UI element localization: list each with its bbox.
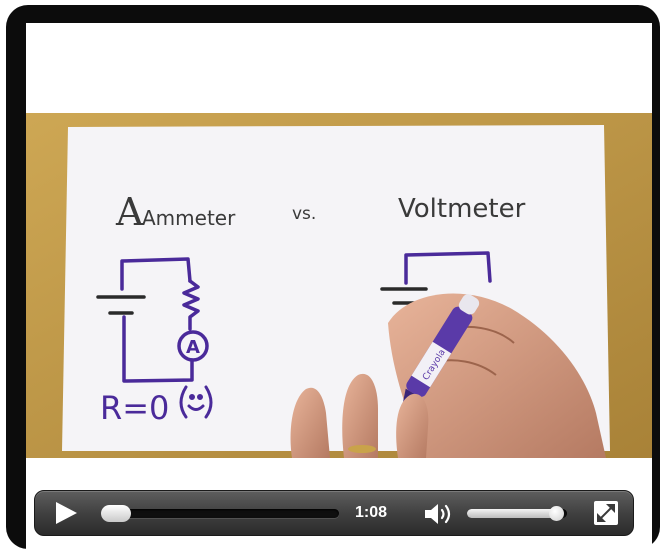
ammeter-title: Ammeter xyxy=(142,206,236,230)
hand-holding-marker: Crayola xyxy=(388,293,606,458)
video-frame-illustration: A Ammeter vs. Voltmeter A R=0 xyxy=(26,113,652,458)
video-content[interactable]: A Ammeter vs. Voltmeter A R=0 xyxy=(26,113,652,458)
fullscreen-icon xyxy=(594,501,618,525)
current-time: 1:08 xyxy=(355,504,388,521)
video-control-bar: 1:08 xyxy=(34,490,634,536)
play-button[interactable] xyxy=(53,500,79,526)
seek-handle[interactable] xyxy=(101,505,131,522)
resistance-note: R=0 xyxy=(100,389,169,427)
smiley-face-icon xyxy=(179,385,213,419)
mute-button[interactable] xyxy=(423,501,455,527)
ammeter-symbol: A xyxy=(186,337,200,358)
volume-speaker-icon xyxy=(425,504,451,524)
volume-slider[interactable] xyxy=(467,506,567,521)
versus-text: vs. xyxy=(292,204,316,224)
voltmeter-title: Voltmeter xyxy=(398,194,526,224)
left-hand xyxy=(290,373,429,458)
seek-bar[interactable] xyxy=(101,505,339,522)
video-screen: A Ammeter vs. Voltmeter A R=0 xyxy=(26,23,652,549)
volume-handle[interactable] xyxy=(549,506,564,521)
ammeter-title-initial: A xyxy=(115,190,144,234)
ammeter-circuit xyxy=(96,257,209,383)
fullscreen-button[interactable] xyxy=(593,500,619,526)
play-icon xyxy=(56,502,77,524)
video-player-frame: A Ammeter vs. Voltmeter A R=0 xyxy=(6,5,660,549)
volume-level-fill xyxy=(467,509,557,518)
